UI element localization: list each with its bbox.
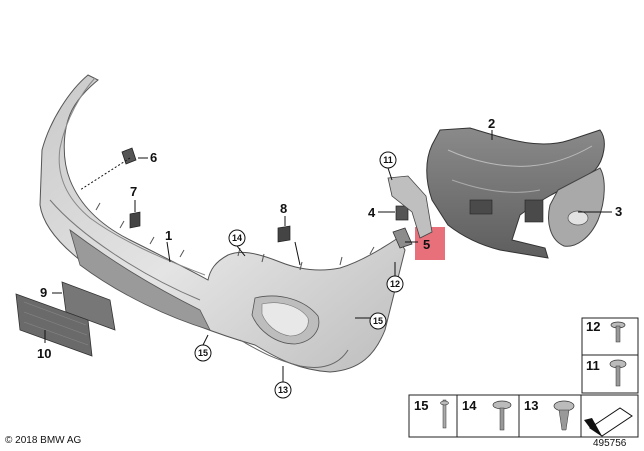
callout-15-left: 15 [198,348,208,358]
callout-9: 9 [40,285,47,300]
screw-12-icon [610,321,626,343]
screw-11-icon [609,359,627,387]
callout-8: 8 [280,201,287,216]
callout-4: 4 [368,205,376,220]
nut-13-icon [553,400,575,431]
callout-14: 14 [232,233,242,243]
callout-11: 11 [383,155,393,165]
bracket-part-8[interactable] [277,225,291,243]
callout-1: 1 [165,228,172,243]
clip-part-4[interactable] [395,205,409,221]
legend-label-15: 15 [414,398,428,413]
legend-label-11: 11 [586,358,600,373]
callout-3: 3 [615,204,622,219]
legend-label-12: 12 [586,319,600,334]
callout-7: 7 [130,184,137,199]
carrier-bracket-part-2[interactable] [426,127,605,259]
callout-2: 2 [488,116,495,131]
legend-label-14: 14 [462,398,477,413]
side-bracket-part-11[interactable] [387,175,433,239]
bracket-part-5[interactable] [392,227,445,260]
side-trim-part-3[interactable] [548,167,605,247]
callout-13: 13 [278,385,288,395]
leader-lines [44,130,612,382]
callout-10: 10 [37,346,51,361]
callout-12: 12 [390,279,400,289]
clip-nut-part-6[interactable] [121,147,137,165]
screw-14-icon [492,400,512,431]
circled-callouts: 11 12 13 14 15 15 [194,151,404,399]
bracket-part-7[interactable] [129,211,141,229]
copyright-text: © 2018 BMW AG [5,435,82,446]
diagram-id-text: 495756 [593,438,627,449]
legend-label-13: 13 [524,398,538,413]
rivet-15-icon [440,399,449,429]
callout-15-right: 15 [373,316,383,326]
callout-5: 5 [423,237,430,252]
fastener-legend: 12 11 15 14 13 [408,317,639,438]
license-base-part-9[interactable] [61,281,116,331]
license-carrier-part-10[interactable] [15,293,93,357]
direction-arrow-icon [584,407,633,437]
callout-6: 6 [150,150,157,165]
bumper-panel-part-1[interactable] [39,74,406,373]
